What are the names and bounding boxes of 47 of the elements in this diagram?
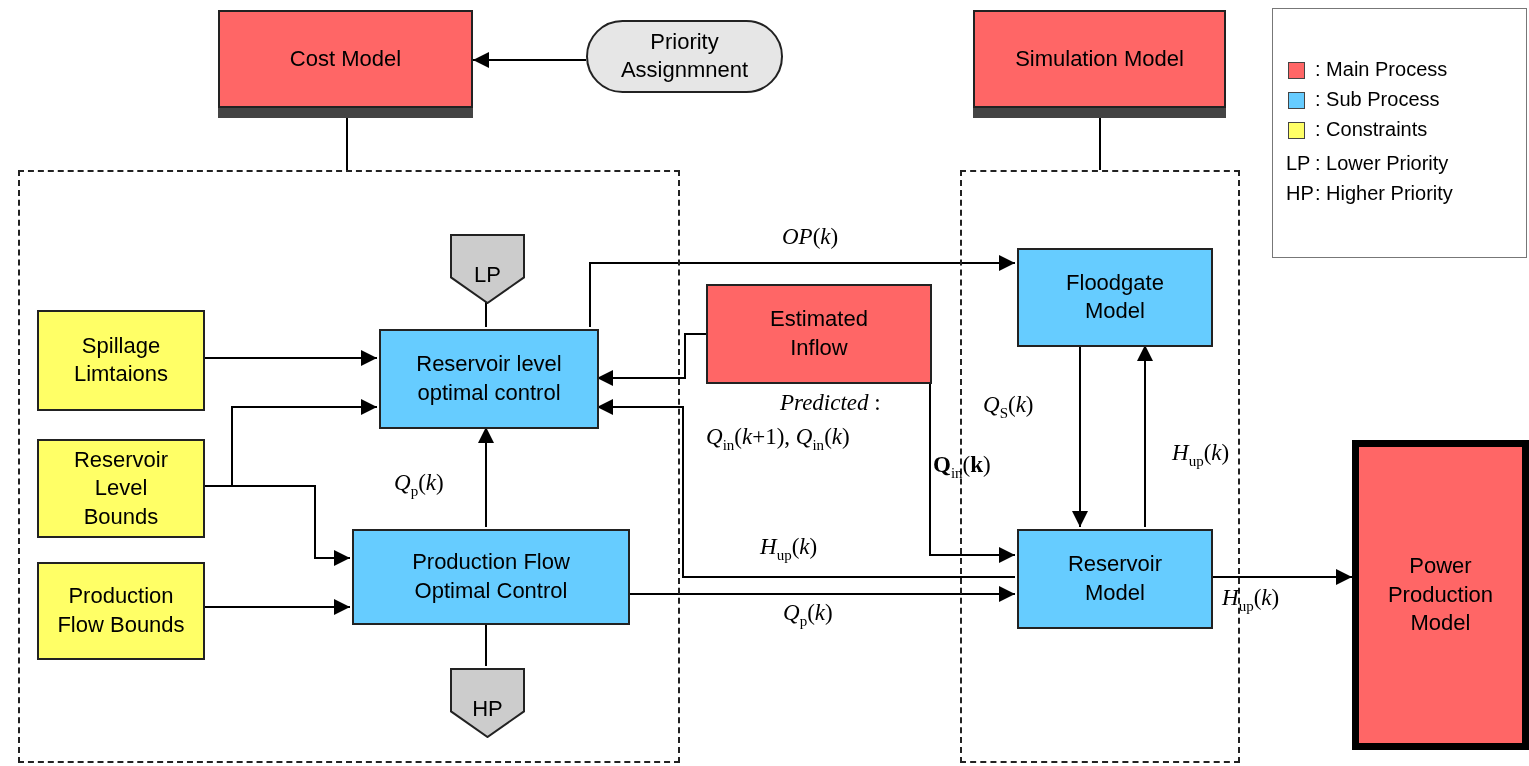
connector-line [485, 301, 487, 328]
subprocess-box [379, 329, 599, 429]
dashed-group [18, 170, 680, 763]
process-box [706, 284, 932, 384]
node-text: Production Flow Optimal Control [411, 548, 571, 605]
arrow [929, 383, 1016, 563]
legend-text: : Constraints [1315, 118, 1428, 141]
legend-text: : Higher Priority [1315, 182, 1453, 205]
edge-label: H$_{up}$(k) [1172, 440, 1230, 470]
node-text: Priority Assignmnent [619, 27, 750, 85]
node-text: Production Flow Bounds [56, 582, 186, 639]
constraint-box [37, 562, 205, 660]
edge-label: Q$_{S}$(k) [983, 392, 1034, 422]
legend-text: LP [1286, 152, 1311, 175]
node-text: Reservoir Model [1066, 550, 1164, 607]
arrow [472, 52, 587, 68]
subprocess-box [1017, 529, 1213, 629]
edge-label: H$_{up}$(k) [1222, 585, 1280, 615]
constraint-box [37, 439, 205, 538]
annotation: Q$_{in}$(k+1), Q$_{in}$(k) [706, 424, 850, 454]
node-text: Power Production Model [1386, 552, 1495, 638]
legend-text: : Main Process [1315, 58, 1448, 81]
node-text: Reservoir Level Bounds [72, 445, 170, 531]
subprocess-box [352, 529, 630, 625]
legend-text: : Lower Priority [1315, 152, 1449, 175]
legend-text: HP [1286, 182, 1314, 205]
edge-label: Q$_{p}$(k) [394, 470, 444, 500]
constraint-box [37, 310, 205, 411]
process-box [1352, 440, 1529, 750]
node-text: Floodgate Model [1065, 268, 1165, 326]
edge-label: OP(k) [782, 224, 839, 250]
node-text: Reservoir level optimal control [415, 350, 563, 407]
node-text: Cost Model [288, 44, 403, 73]
node-text: LP [473, 260, 502, 289]
node-text: HP [471, 694, 504, 723]
node-text: Spillage Limtaions [72, 331, 170, 389]
annotation: Predicted : [780, 390, 881, 416]
priority-tag [450, 234, 525, 304]
subprocess-box [1017, 248, 1213, 347]
edge-label: Q$_{in}$(k) [933, 452, 991, 482]
node-text: Simulation Model [1014, 44, 1185, 73]
edge-label: H$_{up}$(k) [760, 534, 818, 564]
node-text: Estimated Inflow [769, 305, 869, 362]
legend-text: : Sub Process [1315, 88, 1440, 111]
arrow [589, 255, 1016, 328]
edge-label: Q$_{p}$(k) [783, 600, 833, 630]
priority-tag [450, 668, 525, 738]
